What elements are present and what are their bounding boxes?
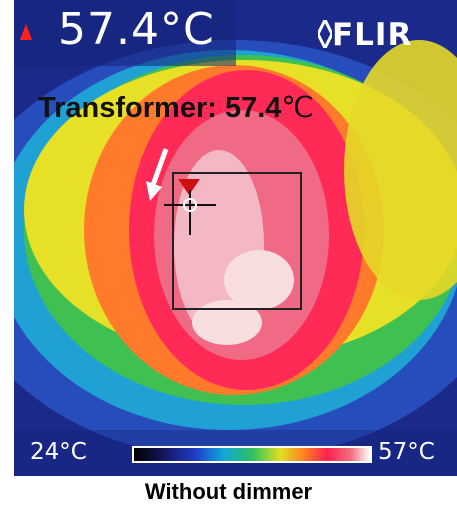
- crosshair-icon: [164, 190, 216, 235]
- scale-max-label: 57°C: [378, 439, 435, 465]
- temperature-readout-panel: [14, 0, 236, 66]
- temperature-readout: 57.4°C: [58, 4, 215, 55]
- brand-logo-text: FLIR: [332, 17, 413, 53]
- color-scale-bar: [132, 446, 372, 463]
- pointer-arrow-icon: [146, 148, 169, 201]
- spot-marker-icon: [178, 179, 200, 195]
- annotation-unit: ℃: [281, 92, 314, 124]
- thermal-image: 57.4°C FLIR 24°C 57°C: [14, 0, 457, 476]
- figure-caption: Without dimmer: [144, 479, 313, 504]
- scale-min-label: 24°C: [30, 439, 87, 465]
- flir-logo-icon: [318, 20, 332, 48]
- transformer-annotation: Transformer: 57.4℃: [38, 94, 314, 123]
- heat-hotspot-2: [192, 300, 262, 345]
- annotation-label: Transformer: 57.4: [38, 92, 282, 124]
- measurement-box: [172, 172, 302, 310]
- thermometer-icon: [20, 24, 32, 40]
- heat-top-right-yellow: [344, 40, 457, 300]
